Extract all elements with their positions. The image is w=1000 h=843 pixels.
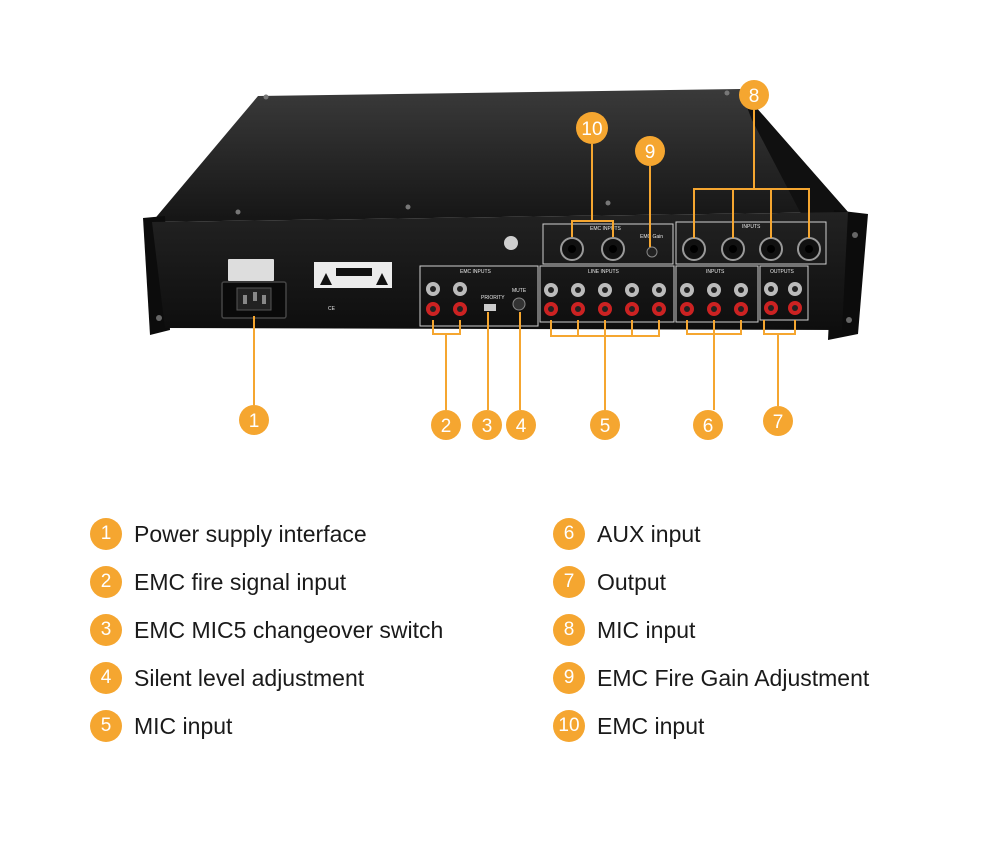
legend-badge: 6 bbox=[553, 518, 585, 550]
legend-label: MIC input bbox=[597, 616, 696, 643]
callout-badge-10: 10 bbox=[576, 112, 608, 144]
callout-badge-8: 8 bbox=[739, 80, 769, 110]
legend-item-6: 6 AUX input bbox=[553, 517, 701, 551]
legend-badge: 9 bbox=[553, 662, 585, 694]
svg-text:4: 4 bbox=[516, 416, 527, 437]
callout-badge-1: 1 bbox=[239, 405, 269, 435]
callout-badge-7: 7 bbox=[763, 406, 793, 436]
chassis-top bbox=[152, 89, 848, 222]
legend-label: EMC Fire Gain Adjustment bbox=[597, 664, 870, 691]
mute-label: MUTE bbox=[512, 288, 527, 294]
amplifier-rear-panel-photo: CE EMC INPUTS PRIORITY MUTE LINE INPUTS … bbox=[143, 80, 868, 440]
legend-label: MIC input bbox=[134, 712, 233, 739]
ce-mark: CE bbox=[328, 306, 336, 312]
svg-text:3: 3 bbox=[482, 416, 493, 437]
outputs-block: OUTPUTS bbox=[759, 265, 809, 321]
legend-badge: 7 bbox=[553, 566, 585, 598]
callout-badge-9: 9 bbox=[635, 136, 665, 166]
svg-text:5: 5 bbox=[600, 416, 611, 437]
svg-text:1: 1 bbox=[249, 411, 260, 432]
callout-badge-4: 4 bbox=[506, 410, 536, 440]
svg-text:10: 10 bbox=[581, 119, 602, 140]
emc-inputs-block: EMC INPUTS PRIORITY MUTE bbox=[419, 265, 539, 327]
callout-badge-3: 3 bbox=[472, 410, 502, 440]
inputs-top-label: INPUTS bbox=[742, 224, 761, 230]
emc-inputs-bottom-label: EMC INPUTS bbox=[460, 269, 492, 275]
line-inputs-block: LINE INPUTS bbox=[539, 265, 675, 323]
svg-text:6: 6 bbox=[703, 416, 714, 437]
legend-badge: 5 bbox=[90, 710, 122, 742]
legend-badge: 8 bbox=[553, 614, 585, 646]
legend-item-1: 1 Power supply interface bbox=[90, 517, 367, 551]
outputs-label: OUTPUTS bbox=[770, 269, 795, 275]
legend-label: Silent level adjustment bbox=[134, 664, 365, 691]
legend-badge: 4 bbox=[90, 662, 122, 694]
mic-jack-block: INPUTS bbox=[675, 221, 827, 265]
legend-item-8: 8 MIC input bbox=[553, 613, 695, 647]
svg-text:2: 2 bbox=[441, 416, 452, 437]
emc-jack-block: EMC INPUTS EMC Gain bbox=[542, 223, 674, 265]
legend-label: Power supply interface bbox=[134, 520, 367, 547]
legend-item-4: 4 Silent level adjustment bbox=[90, 661, 364, 695]
emc-inputs-top-label: EMC INPUTS bbox=[590, 226, 622, 232]
legend-item-5: 5 MIC input bbox=[90, 709, 232, 743]
legend: 1 Power supply interface 2 EMC fire sign… bbox=[0, 505, 1000, 765]
legend-badge: 10 bbox=[553, 710, 585, 742]
legend-item-3: 3 EMC MIC5 changeover switch bbox=[90, 613, 443, 647]
callout-badge-5: 5 bbox=[590, 410, 620, 440]
power-socket bbox=[221, 259, 287, 319]
priority-label: PRIORITY bbox=[481, 295, 505, 301]
legend-badge: 1 bbox=[90, 518, 122, 550]
callout-badge-6: 6 bbox=[693, 410, 723, 440]
svg-text:7: 7 bbox=[773, 412, 784, 433]
legend-label: EMC fire signal input bbox=[134, 568, 347, 595]
legend-item-7: 7 Output bbox=[553, 565, 666, 599]
legend-item-9: 9 EMC Fire Gain Adjustment bbox=[553, 661, 869, 695]
callout-lines bbox=[253, 110, 810, 410]
warning-label: CE bbox=[314, 262, 392, 312]
legend-label: EMC MIC5 changeover switch bbox=[134, 616, 444, 643]
legend-badge: 3 bbox=[90, 614, 122, 646]
legend-item-10: 10 EMC input bbox=[553, 709, 704, 743]
legend-label: EMC input bbox=[597, 712, 705, 739]
legend-item-2: 2 EMC fire signal input bbox=[90, 565, 346, 599]
callout-badge-2: 2 bbox=[431, 410, 461, 440]
line-inputs-label: LINE INPUTS bbox=[588, 269, 620, 275]
svg-text:9: 9 bbox=[645, 142, 656, 163]
legend-label: Output bbox=[597, 568, 667, 595]
emc-gain-label: EMC Gain bbox=[640, 234, 663, 240]
svg-text:8: 8 bbox=[749, 86, 760, 107]
aux-inputs-block: INPUTS bbox=[675, 265, 759, 323]
legend-label: AUX input bbox=[597, 520, 701, 547]
legend-badge: 2 bbox=[90, 566, 122, 598]
inputs-mid-label: INPUTS bbox=[706, 269, 725, 275]
